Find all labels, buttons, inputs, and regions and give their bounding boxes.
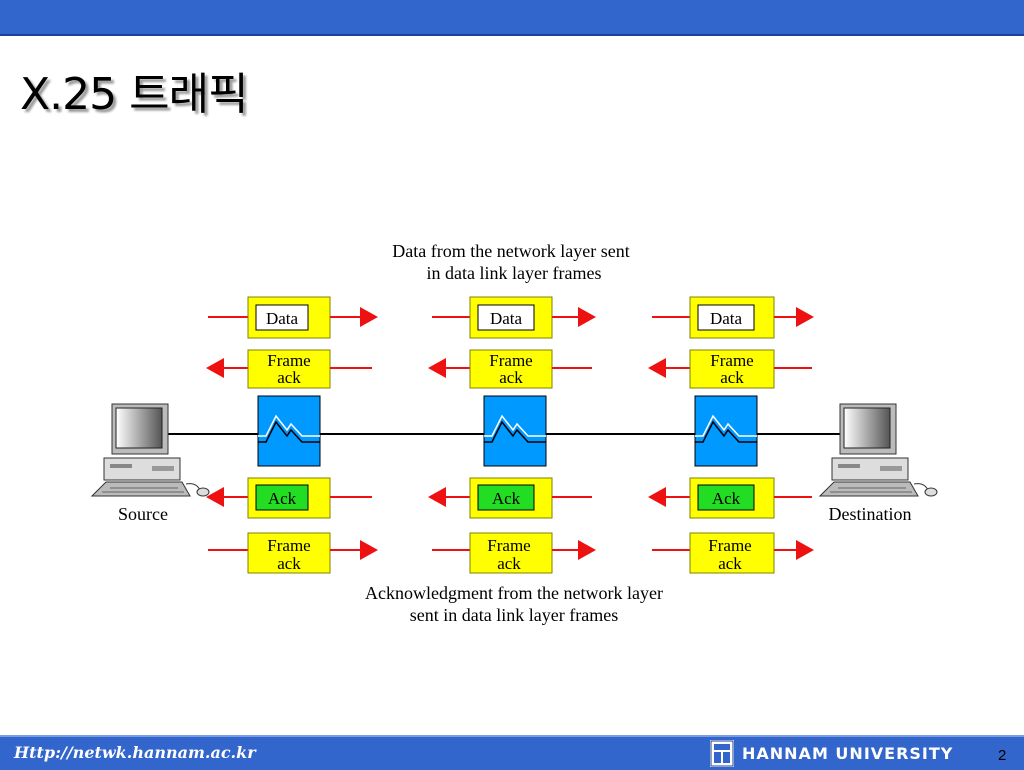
frameack-frame-6 [689,532,775,574]
arrow-frameack-1-head [206,358,224,378]
arrow-ack-1-head [206,487,224,507]
svg-text:Ack: Ack [268,489,297,508]
top-title-bar [0,0,1024,36]
destination-label: Destination [829,504,912,524]
top-caption-line2: in data link layer frames [427,263,602,283]
packet-switch-3 [694,395,758,467]
footer-bar: Http://netwk.hannam.ac.kr HANNAM UNIVERS… [0,735,1024,770]
footer-university: HANNAM UNIVERSITY [742,744,954,763]
frameack-frame-5 [469,532,553,574]
svg-text:ack: ack [277,554,301,573]
slide-title: X.25 트래픽 [20,69,249,120]
svg-text:Data: Data [710,309,743,328]
svg-text:ack: ack [497,554,521,573]
page-number: 2 [998,747,1007,764]
top-caption-line1: Data from the network layer sent [392,241,629,261]
university-logo-icon [710,740,734,767]
source-label: Source [118,504,168,524]
bottom-caption-line1: Acknowledgment from the network layer [365,583,663,603]
svg-text:Frame: Frame [267,536,310,555]
svg-text:Frame: Frame [487,536,530,555]
data-frame-1-label: Data [266,309,299,328]
svg-text:Frame: Frame [708,536,751,555]
destination-computer-icon [818,403,938,497]
svg-text:Frame: Frame [489,351,532,370]
svg-text:Frame: Frame [710,351,753,370]
source-computer-icon [90,403,210,497]
svg-text:Frame: Frame [267,351,310,370]
svg-text:ack: ack [277,368,301,387]
svg-text:ack: ack [718,554,742,573]
frameack-frame-1 [247,349,331,389]
svg-text:ack: ack [499,368,523,387]
frameack-frame-4 [247,532,331,574]
packet-switch-2 [483,395,547,467]
svg-text:Ack: Ack [492,489,521,508]
svg-text:ack: ack [720,368,744,387]
packet-switch-1 [257,395,321,467]
frameack-frame-2 [469,349,553,389]
bottom-caption-line2: sent in data link layer frames [410,605,618,625]
svg-text:Ack: Ack [712,489,741,508]
footer-url[interactable]: Http://netwk.hannam.ac.kr [14,743,256,762]
svg-text:Data: Data [490,309,523,328]
